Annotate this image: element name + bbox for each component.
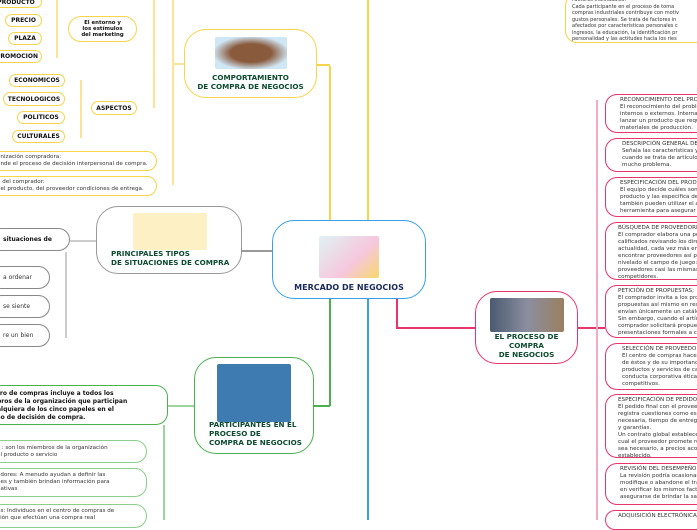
situaciones-header[interactable]: situaciones de bbox=[0, 228, 70, 251]
process-step[interactable]: ESPECIFICACIÓN DE PEDIDO El pedido final… bbox=[605, 394, 697, 458]
item-plaza[interactable]: PLAZA bbox=[8, 32, 42, 45]
proceso-node[interactable]: EL PROCESO DE COMPRA DE NEGOCIOS bbox=[475, 291, 578, 364]
item-tecnologicos[interactable]: TECNOLOGICOS bbox=[3, 92, 65, 106]
situacion-item[interactable]: a ordenar bbox=[0, 266, 50, 289]
note-comprador[interactable]: a del comprador: del producto, del prove… bbox=[0, 176, 157, 196]
connector bbox=[578, 327, 605, 329]
process-step[interactable]: ADQUISICIÓN ELECTRÓNICA bbox=[605, 510, 697, 530]
process-step[interactable]: BÚSQUEDA DE PROVEEDORE El comprador elab… bbox=[605, 222, 697, 280]
connector bbox=[65, 252, 67, 338]
connector bbox=[396, 327, 475, 329]
process-step[interactable]: REVISIÓN DEL DESEMPEÑO La revisión podrí… bbox=[605, 463, 697, 505]
note-organizacion[interactable]: anización compradora: ende el proceso de… bbox=[0, 151, 157, 171]
entorno-node[interactable]: El entorno y los estímulos del marketing bbox=[68, 16, 137, 42]
business-handshake-image bbox=[319, 236, 379, 278]
connector bbox=[329, 299, 331, 406]
aspectos-node[interactable]: ASPECTOS bbox=[91, 101, 137, 115]
process-step[interactable]: DESCRIPCIÓN GENERAL DE Señala las caract… bbox=[605, 138, 697, 172]
participantes-title: PARTICIPANTES EN EL PROCESO DE COMPRA DE… bbox=[209, 420, 302, 447]
connector bbox=[172, 63, 184, 65]
participantes-summary[interactable]: tro de compras incluye a todos los bros … bbox=[0, 385, 168, 425]
connector bbox=[596, 100, 598, 520]
situacion-item[interactable]: se siente bbox=[0, 295, 50, 318]
handshake-image bbox=[214, 37, 287, 69]
item-economicos[interactable]: ECONOMICOS bbox=[9, 74, 65, 87]
process-step[interactable]: RECONOCIMIENTO DEL PRO El reconocimiento… bbox=[605, 94, 697, 133]
item-promocion[interactable]: PROMOCION bbox=[0, 50, 42, 63]
connector bbox=[367, 299, 369, 520]
connector bbox=[168, 405, 194, 407]
shopping-cart-image bbox=[133, 213, 207, 250]
connector bbox=[314, 405, 330, 407]
connector bbox=[367, 0, 369, 221]
item-producto[interactable]: PRODUCTO bbox=[0, 0, 42, 8]
connector bbox=[396, 299, 398, 328]
tablet-image bbox=[490, 298, 564, 332]
situaciones-title: PRINCIPALES TIPOS DE SITUACIONES DE COMP… bbox=[111, 249, 230, 267]
connector bbox=[153, 0, 155, 108]
payment-image bbox=[217, 364, 291, 422]
comportamiento-node[interactable]: COMPORTAMIENTO DE COMPRA DE NEGOCIOS bbox=[184, 29, 317, 98]
comportamiento-title: COMPORTAMIENTO DE COMPRA DE NEGOCIOS bbox=[197, 73, 304, 91]
connector bbox=[80, 80, 82, 138]
item-precio[interactable]: PRECIO bbox=[5, 14, 42, 27]
central-title: MERCADO DE NEGOCIOS bbox=[294, 283, 404, 292]
participante-item[interactable]: adores: A menudo ayudan a definir las ne… bbox=[0, 468, 147, 497]
connector bbox=[329, 66, 331, 221]
central-node[interactable]: MERCADO DE NEGOCIOS bbox=[272, 220, 426, 299]
connector bbox=[56, 0, 58, 58]
note-factores-individuales[interactable]: Factores individuales: Cada participante… bbox=[565, 0, 697, 43]
process-step[interactable]: ESPECIFICACIÓN DEL PROD El equipo decide… bbox=[605, 177, 697, 217]
situaciones-node[interactable]: PRINCIPALES TIPOS DE SITUACIONES DE COMP… bbox=[96, 206, 242, 274]
situacion-item[interactable]: re un bien bbox=[0, 324, 50, 347]
connector bbox=[163, 425, 165, 520]
connector bbox=[70, 240, 96, 242]
connector bbox=[242, 250, 272, 252]
process-step[interactable]: SELECCIÓN DE PROVEEDO El centro de compr… bbox=[605, 343, 697, 390]
connector bbox=[317, 64, 330, 66]
item-culturales[interactable]: CULTURALES bbox=[12, 130, 65, 143]
participante-item[interactable]: es: Individuos en el centro de compras d… bbox=[0, 504, 147, 528]
participante-item[interactable]: s : son los miembros de la organización … bbox=[0, 440, 147, 463]
proceso-title: EL PROCESO DE COMPRA DE NEGOCIOS bbox=[494, 332, 559, 359]
process-step[interactable]: PETICIÓN DE PROPUESTAS; El comprador inv… bbox=[605, 285, 697, 338]
item-politicos[interactable]: POLITICOS bbox=[17, 111, 65, 124]
connector bbox=[172, 0, 174, 185]
participantes-node[interactable]: PARTICIPANTES EN EL PROCESO DE COMPRA DE… bbox=[194, 357, 314, 454]
